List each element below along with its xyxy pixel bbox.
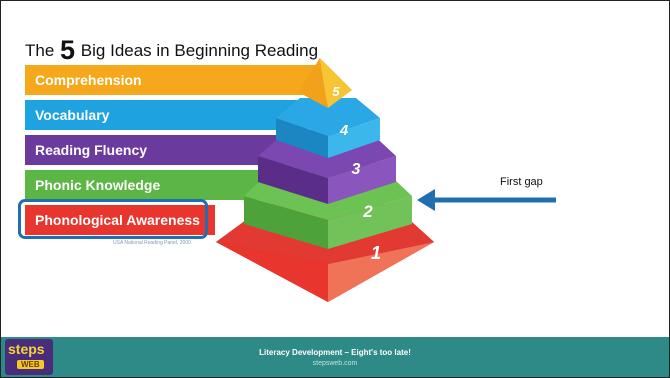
pyramid-tier-4: 4 xyxy=(276,98,380,158)
title-prefix: The xyxy=(25,41,55,60)
pyramid-graphic: 1 2 3 4 5 xyxy=(216,58,434,302)
tier-number: 3 xyxy=(352,161,361,178)
tier-number: 1 xyxy=(371,243,381,263)
footer-bar: Literacy Development – Eight's too late!… xyxy=(1,337,669,377)
tier-number: 5 xyxy=(332,84,340,99)
band-label: Comprehension xyxy=(35,72,142,88)
stepsweb-logo: steps WEB xyxy=(5,339,53,375)
band-phonological-awareness: Phonological Awareness xyxy=(25,205,215,235)
band-label: Phonological Awareness xyxy=(35,212,200,228)
band-reading-fluency: Reading Fluency xyxy=(25,135,297,165)
band-label: Vocabulary xyxy=(35,107,110,123)
logo-web-text: WEB xyxy=(17,360,44,369)
title-number: 5 xyxy=(60,35,76,65)
citation: USA National Reading Panel, 2000 xyxy=(113,240,191,246)
arrow-left-icon xyxy=(417,189,556,211)
title-suffix: Big Ideas in Beginning Reading xyxy=(80,41,319,60)
band-phonic-knowledge: Phonic Knowledge xyxy=(25,170,287,200)
footer-title: Literacy Development – Eight's too late! xyxy=(259,348,411,357)
slide-title: The 5 Big Ideas in Beginning Reading xyxy=(25,35,318,66)
band-label: Reading Fluency xyxy=(35,142,148,158)
logo-steps-text: steps xyxy=(8,341,45,357)
band-vocabulary: Vocabulary xyxy=(25,100,307,130)
band-comprehension: Comprehension xyxy=(25,65,317,95)
band-label: Phonic Knowledge xyxy=(35,177,161,193)
footer-url: stepsweb.com xyxy=(312,360,358,367)
highlight-box xyxy=(18,199,208,239)
pyramid-tier-5: 5 xyxy=(298,58,352,108)
tier-number: 2 xyxy=(362,202,373,221)
first-gap-label: First gap xyxy=(500,176,543,188)
tier-number: 4 xyxy=(339,122,349,139)
